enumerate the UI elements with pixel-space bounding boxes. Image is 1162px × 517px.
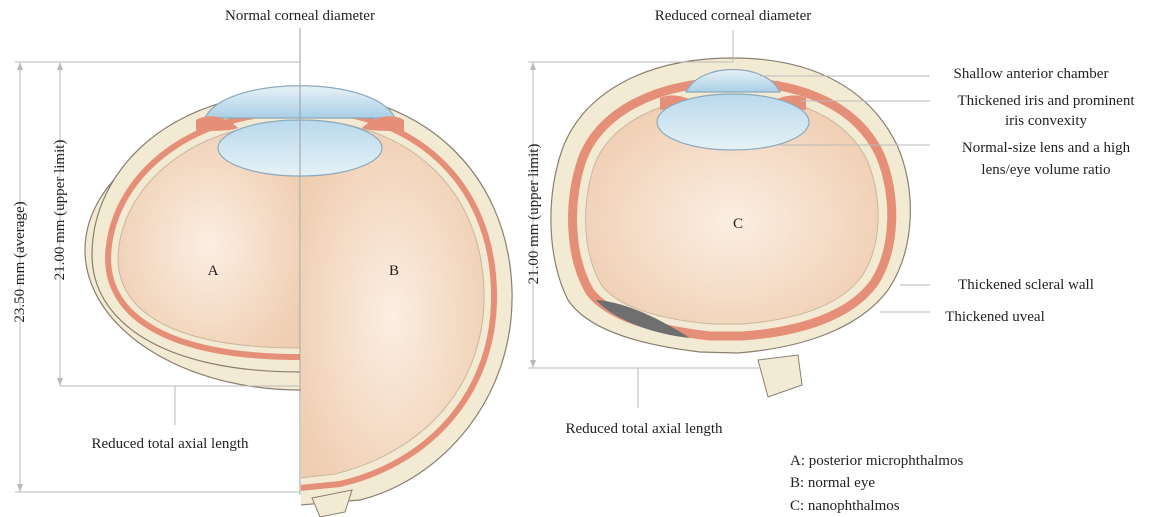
left-top-label: Normal corneal diameter <box>225 8 375 24</box>
eye-b-letter: B <box>389 263 399 279</box>
legend: A: posterior microphthalmos B: normal ey… <box>790 453 963 514</box>
right-bottom-label: Reduced total axial length <box>565 421 723 437</box>
eye-c-lens <box>657 94 809 150</box>
annotation-iris-line1: Thickened iris and prominent <box>957 93 1135 109</box>
left-dim-outer: 23.50 mm (average) <box>12 201 28 322</box>
right-top-label: Reduced corneal diameter <box>655 8 812 24</box>
annotation-lens-line2: lens/eye volume ratio <box>981 162 1110 178</box>
annotation-uveal: Thickened uveal <box>945 309 1045 325</box>
annotation-anterior-chamber: Shallow anterior chamber <box>954 66 1109 82</box>
eye-c-letter: C <box>733 216 743 232</box>
left-bottom-label: Reduced total axial length <box>91 436 249 452</box>
eye-c-optic-nerve <box>758 355 802 397</box>
legend-c: C: nanophthalmos <box>790 498 900 514</box>
legend-b: B: normal eye <box>790 475 875 491</box>
annotation-scleral: Thickened scleral wall <box>958 277 1094 293</box>
left-dim-inner: 21.00 mm (upper limit) <box>52 140 68 281</box>
right-eye-figure: Reduced corneal diameter 21.00 mm (upper… <box>526 8 1135 437</box>
annotation-lens-line1: Normal-size lens and a high <box>962 140 1131 156</box>
right-dim: 21.00 mm (upper limit) <box>526 144 542 285</box>
left-eye-figure: Normal corneal diameter 23.50 mm (averag… <box>12 8 515 517</box>
annotation-iris-line2: iris convexity <box>1005 113 1088 129</box>
eye-a-letter: A <box>208 263 219 279</box>
legend-a: A: posterior microphthalmos <box>790 453 963 469</box>
